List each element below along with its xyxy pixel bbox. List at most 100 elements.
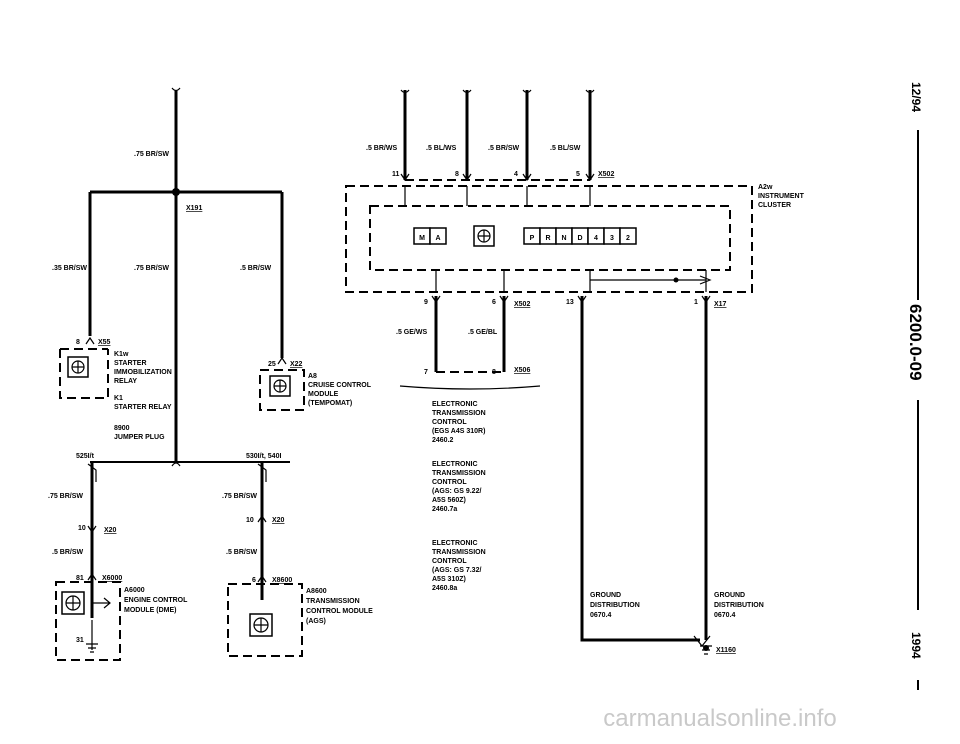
wire-label: .5 BR/SW — [240, 265, 272, 272]
a8600-label: A8600 TRANSMISSION CONTROL MODULE (AGS) — [306, 588, 373, 625]
connector-label: X502 — [514, 301, 530, 308]
gear-n: N — [561, 235, 566, 242]
svg-text:MODULE: MODULE — [308, 391, 339, 398]
pin-number: 10 — [78, 525, 86, 532]
svg-text:2460.8a: 2460.8a — [432, 585, 457, 592]
svg-text:8900: 8900 — [114, 425, 130, 432]
svg-text:CONTROL: CONTROL — [432, 558, 467, 565]
svg-text:0670.4: 0670.4 — [714, 612, 736, 619]
display-gear-icon — [473, 225, 495, 247]
left-wiring — [87, 87, 290, 618]
svg-text:GROUND: GROUND — [590, 592, 621, 599]
pin-number: 6 — [252, 577, 256, 584]
svg-text:IMMOBILIZATION: IMMOBILIZATION — [114, 369, 172, 376]
svg-text:GROUND: GROUND — [714, 592, 745, 599]
gear-p: P — [530, 235, 535, 242]
gear-2: 2 — [626, 235, 630, 242]
svg-text:A5S 560Z): A5S 560Z) — [432, 497, 466, 504]
watermark: carmanualsonline.info — [603, 705, 836, 732]
svg-text:INSTRUMENT: INSTRUMENT — [758, 193, 805, 200]
pin-number: 6 — [492, 299, 496, 306]
a8-cruise-box — [259, 369, 305, 411]
connector-label: X17 — [714, 301, 727, 308]
wire-label: .75 BR/SW — [134, 265, 169, 272]
wire-label: .5 BR/SW — [52, 549, 84, 556]
pin-number: 1 — [694, 299, 698, 306]
wire-label: .5 BR/WS — [366, 145, 397, 152]
svg-text:CONTROL: CONTROL — [432, 479, 467, 486]
svg-text:(AGS: GS 9.22/: (AGS: GS 9.22/ — [432, 488, 481, 495]
svg-text:2460.7a: 2460.7a — [432, 506, 457, 513]
pin-number: 8 — [76, 339, 80, 346]
gear-3: 3 — [610, 235, 614, 242]
pin-number: 5 — [576, 171, 580, 178]
right-wiring — [345, 89, 753, 655]
connector-label: X20 — [104, 527, 117, 534]
svg-text:A8600: A8600 — [306, 588, 327, 595]
jumper-plug-label: 8900 JUMPER PLUG — [114, 425, 165, 441]
svg-text:(TEMPOMAT): (TEMPOMAT) — [308, 400, 352, 407]
pin-number: 25 — [268, 361, 276, 368]
a2w-label: A2w INSTRUMENT CLUSTER — [758, 184, 805, 209]
display-m: M — [419, 235, 425, 242]
connector-label: X1160 — [716, 647, 736, 654]
display-a: A — [435, 235, 440, 242]
a8600-tcm-box — [227, 583, 303, 657]
pin-number: 81 — [76, 575, 84, 582]
svg-text:TRANSMISSION: TRANSMISSION — [432, 410, 486, 417]
pin-number: 9 — [424, 299, 428, 306]
wire-label: .5 BR/SW — [488, 145, 520, 152]
connector-label: X191 — [186, 205, 202, 212]
connector-label: X55 — [98, 339, 111, 346]
connector-label: X20 — [272, 517, 285, 524]
svg-text:(AGS): (AGS) — [306, 618, 326, 625]
pin-number: 7 — [424, 369, 428, 376]
svg-text:DISTRIBUTION: DISTRIBUTION — [590, 602, 640, 609]
pin-number: 11 — [392, 171, 400, 178]
etc-label-1: ELECTRONIC TRANSMISSION CONTROL (EGS A4S… — [432, 401, 486, 444]
svg-text:2460.2: 2460.2 — [432, 437, 454, 444]
svg-text:A5S 310Z): A5S 310Z) — [432, 576, 466, 583]
svg-text:JUMPER PLUG: JUMPER PLUG — [114, 434, 165, 441]
svg-text:(EGS A4S 310R): (EGS A4S 310R) — [432, 428, 485, 435]
pin-number: 4 — [514, 171, 518, 178]
connector-label: X8600 — [272, 577, 292, 584]
a6000-label: A6000 ENGINE CONTROL MODULE (DME) — [124, 587, 188, 614]
display-gear-indicator: P R N D 4 3 2 — [523, 227, 637, 245]
connector-label: X6000 — [102, 575, 122, 582]
svg-text:(AGS: GS 7.32/: (AGS: GS 7.32/ — [432, 567, 481, 574]
connector-label: X22 — [290, 361, 303, 368]
svg-text:TRANSMISSION: TRANSMISSION — [432, 470, 486, 477]
ground-distribution-label-1: GROUND DISTRIBUTION 0670.4 — [590, 592, 640, 619]
svg-text:MODULE (DME): MODULE (DME) — [124, 607, 177, 614]
svg-text:ENGINE CONTROL: ENGINE CONTROL — [124, 597, 188, 604]
svg-text:K1: K1 — [114, 395, 123, 402]
svg-text:CRUISE CONTROL: CRUISE CONTROL — [308, 382, 372, 389]
wire-label: .75 BR/SW — [134, 151, 169, 158]
doc-year: 1994 — [909, 632, 923, 659]
svg-text:STARTER RELAY: STARTER RELAY — [114, 404, 172, 411]
svg-text:0670.4: 0670.4 — [590, 612, 612, 619]
doc-number: 6200.0-09 — [906, 304, 925, 381]
connector-label: X506 — [514, 367, 530, 374]
svg-text:ELECTRONIC: ELECTRONIC — [432, 401, 478, 408]
ground-distribution-label-2: GROUND DISTRIBUTION 0670.4 — [714, 592, 764, 619]
svg-text:ELECTRONIC: ELECTRONIC — [432, 540, 478, 547]
wire-label: .5 BL/WS — [426, 145, 457, 152]
wire-label: .5 BR/SW — [226, 549, 258, 556]
svg-text:CLUSTER: CLUSTER — [758, 202, 791, 209]
svg-text:ELECTRONIC: ELECTRONIC — [432, 461, 478, 468]
svg-text:TRANSMISSION: TRANSMISSION — [432, 549, 486, 556]
svg-text:CONTROL: CONTROL — [432, 419, 467, 426]
etc-label-3: ELECTRONIC TRANSMISSION CONTROL (AGS: GS… — [432, 540, 486, 592]
svg-text:A8: A8 — [308, 373, 317, 380]
wire-label: .5 BL/SW — [550, 145, 581, 152]
svg-text:A2w: A2w — [758, 184, 773, 191]
wire-label: .5 GE/WS — [396, 329, 427, 336]
pin-number: 13 — [566, 299, 574, 306]
k1-label: K1 STARTER RELAY — [114, 395, 172, 411]
wire-label: .75 BR/SW — [48, 493, 83, 500]
a8-label: A8 CRUISE CONTROL MODULE (TEMPOMAT) — [308, 373, 372, 407]
svg-text:RELAY: RELAY — [114, 378, 137, 385]
